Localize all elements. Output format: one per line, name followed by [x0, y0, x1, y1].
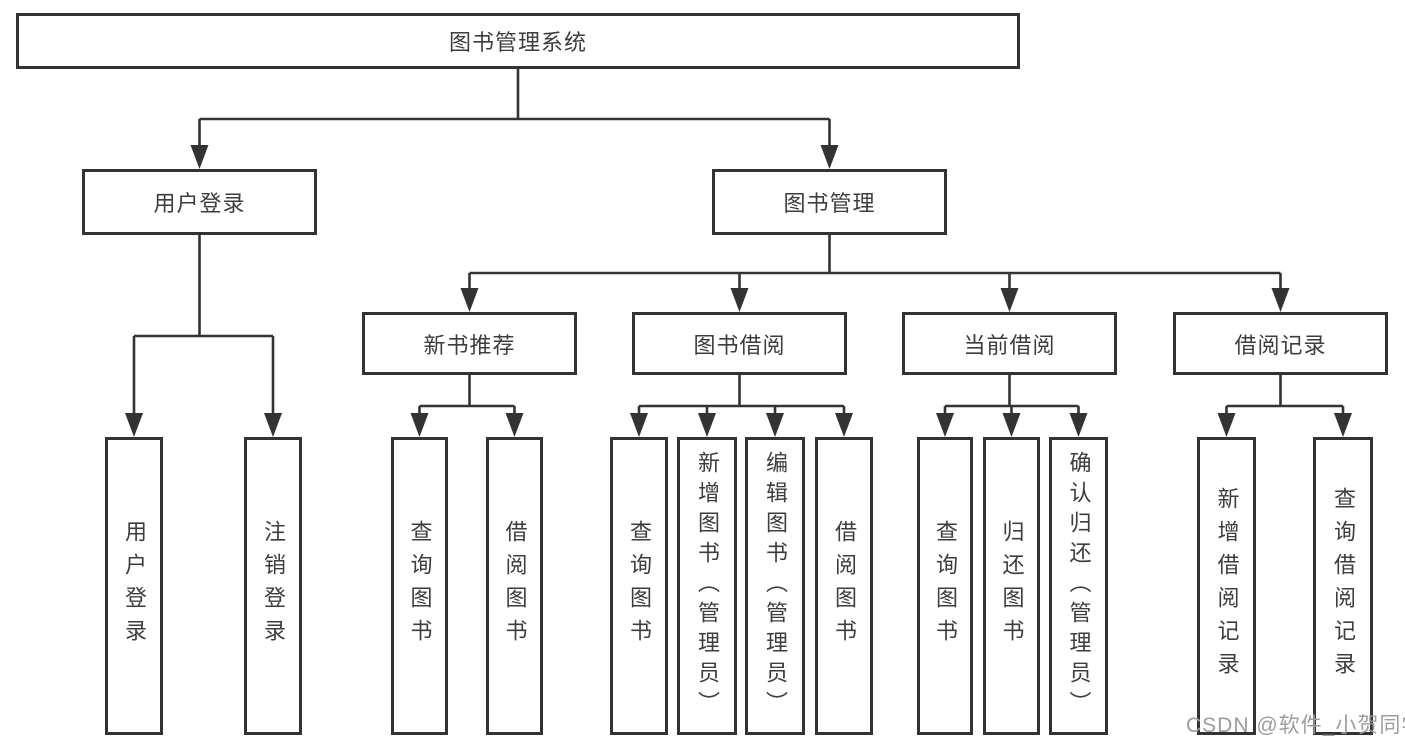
node-book-borrow: 图书借阅 [632, 312, 847, 375]
node-root-library-system: 图书管理系统 [16, 13, 1020, 69]
leaf-recommend-query-book: 查询图书 [391, 437, 448, 735]
csdn-watermark: CSDN @软件_小贺同学 [1186, 714, 1405, 737]
connector-records-children [1217, 375, 1352, 437]
arrowhead [1271, 288, 1290, 312]
connector-current-children [936, 375, 1088, 437]
arrowhead [505, 413, 524, 437]
arrowhead [698, 413, 716, 437]
connector-login-children [125, 235, 282, 437]
arrowhead [835, 413, 853, 437]
connector-recommend-children [410, 375, 524, 437]
leaf-logout: 注销登录 [244, 437, 302, 735]
connector-borrow-children [630, 375, 853, 437]
arrowhead [125, 413, 143, 437]
arrowhead [410, 413, 429, 437]
arrowhead [264, 413, 282, 437]
arrowhead [190, 145, 209, 169]
node-user-login: 用户登录 [82, 169, 317, 235]
arrowhead [1334, 413, 1352, 437]
arrowhead [766, 413, 784, 437]
arrowhead [820, 145, 839, 169]
arrowhead [1002, 413, 1021, 437]
connector-management-to-level3 [460, 235, 1290, 312]
leaf-borrow-query-book: 查询图书 [610, 437, 668, 735]
leaf-query-borrow-record: 查询借阅记录 [1313, 437, 1373, 735]
node-borrow-records: 借阅记录 [1173, 312, 1388, 375]
node-new-book-recommend: 新书推荐 [362, 312, 577, 375]
arrowhead [1000, 288, 1019, 312]
leaf-return-book: 归还图书 [983, 437, 1040, 735]
arrowhead [460, 288, 479, 312]
node-current-borrow: 当前借阅 [902, 312, 1117, 375]
node-book-management: 图书管理 [712, 169, 947, 235]
arrowhead [1069, 413, 1088, 437]
leaf-current-query-book: 查询图书 [917, 437, 973, 735]
arrowhead [630, 413, 648, 437]
leaf-add-book-admin: 新增图书（管理员） [677, 437, 737, 735]
leaf-add-borrow-record: 新增借阅记录 [1197, 437, 1256, 735]
leaf-borrow-book: 借阅图书 [815, 437, 873, 735]
arrowhead [936, 413, 954, 437]
leaf-confirm-return-admin: 确认归还（管理员） [1049, 437, 1108, 735]
arrowhead [730, 288, 749, 312]
connector-root-to-level2 [190, 69, 839, 169]
arrowhead [1217, 413, 1236, 437]
leaf-user-login: 用户登录 [105, 437, 163, 735]
leaf-recommend-borrow-book: 借阅图书 [486, 437, 543, 735]
leaf-edit-book-admin: 编辑图书（管理员） [745, 437, 805, 735]
